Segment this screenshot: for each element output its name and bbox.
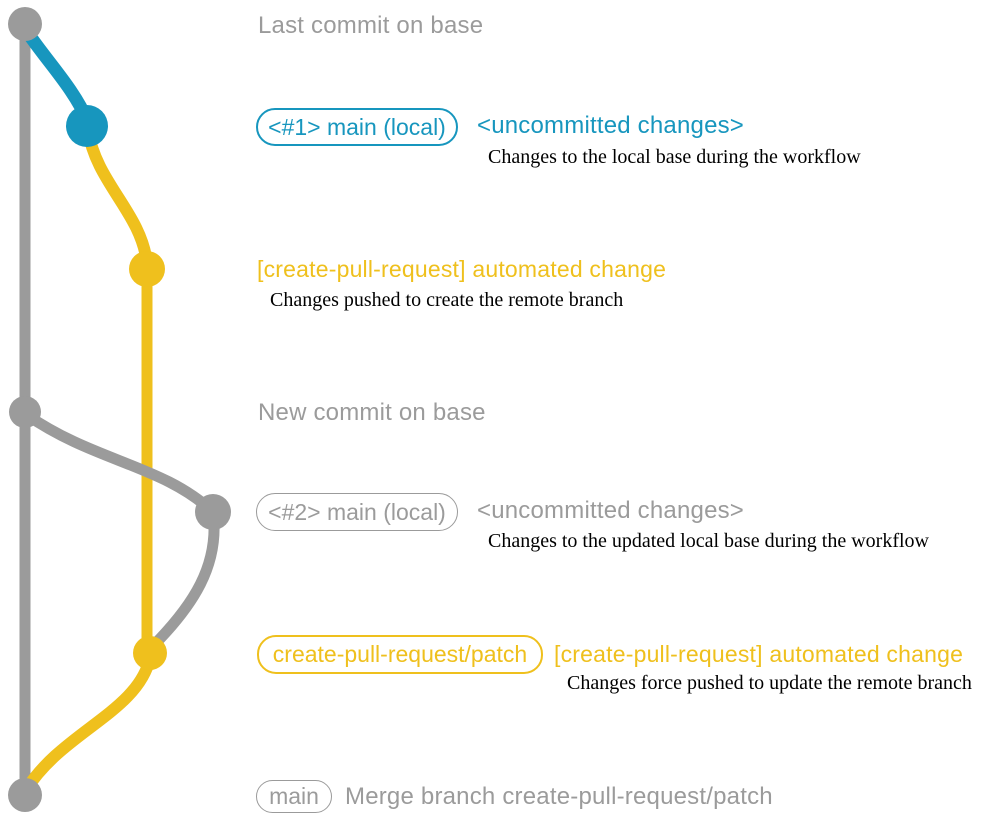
commit-node-new-base xyxy=(9,396,41,428)
branch-badge-main-local-2: <#2> main (local) xyxy=(256,493,458,531)
new-commit-heading: New commit on base xyxy=(258,399,486,426)
branch1-caption: Changes to the local base during the wor… xyxy=(488,146,861,168)
edge-main-local-1-to-automated-1 xyxy=(82,124,153,269)
automated-change-heading-2: [create-pull-request] automated change xyxy=(554,641,964,667)
commit-node-automated-1 xyxy=(129,251,165,287)
edge-base-new-to-main-local-2 xyxy=(21,409,219,518)
commit-node-main-local-1 xyxy=(66,105,108,147)
uncommitted-changes-status-2: <uncommitted changes> xyxy=(477,497,745,524)
commit-node-merge xyxy=(8,778,42,812)
automated-change-caption-2: Changes force pushed to update the remot… xyxy=(567,672,972,694)
automated-change-caption-1: Changes pushed to create the remote bran… xyxy=(270,289,624,311)
last-commit-heading: Last commit on base xyxy=(258,12,484,39)
commit-node-automated-2 xyxy=(133,636,167,670)
branch2-caption: Changes to the updated local base during… xyxy=(488,530,929,552)
commit-node-last-base xyxy=(8,7,42,41)
branch-badge-create-pull-request-patch: create-pull-request/patch xyxy=(257,635,543,674)
commit-node-main-local-2 xyxy=(195,494,231,530)
branch-badge-main: main xyxy=(256,780,332,813)
edge-automated-2-to-merge xyxy=(20,652,156,796)
automated-change-heading-1: [create-pull-request] automated change xyxy=(257,256,667,282)
merge-caption: Merge branch create-pull-request/patch xyxy=(345,783,773,810)
edge-main-local-2-to-automated-2 xyxy=(145,506,220,654)
uncommitted-changes-status-1: <uncommitted changes> xyxy=(477,112,745,139)
branch-badge-main-local-1: <#1> main (local) xyxy=(256,108,458,146)
